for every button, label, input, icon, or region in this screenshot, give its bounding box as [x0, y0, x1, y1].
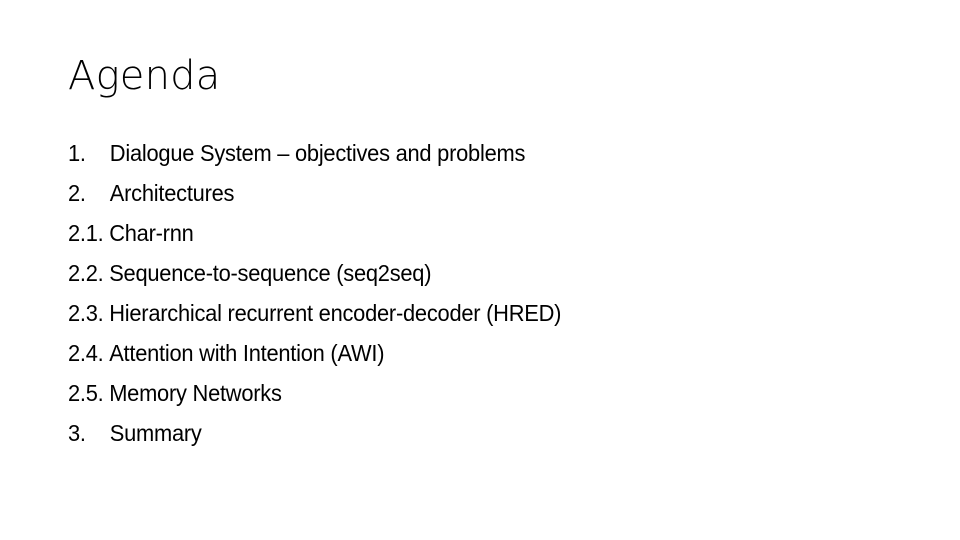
list-item-label: Hierarchical recurrent encoder-decoder (… — [109, 300, 562, 326]
list-item-number: 2.4. — [68, 340, 104, 366]
list-item: 2.2.Sequence-to-sequence (seq2seq) — [68, 253, 733, 293]
list-item: 2. Architectures — [68, 173, 733, 213]
list-item-label: Attention with Intention (AWI) — [109, 340, 385, 366]
list-item-label: Architectures — [109, 180, 235, 206]
list-item-number: 2.3. — [68, 300, 104, 326]
list-item-label: Sequence-to-sequence (seq2seq) — [109, 260, 432, 286]
list-item-label: Memory Networks — [109, 380, 282, 406]
list-item: 2.1.Char-rnn — [68, 213, 733, 253]
agenda-list: 1. Dialogue System – objectives and probl… — [68, 133, 768, 453]
list-item-label: Dialogue System – objectives and problem… — [109, 140, 526, 166]
list-item: 3. Summary — [68, 413, 733, 453]
page-title: Agenda — [68, 53, 221, 99]
list-item-number: 2.5. — [68, 380, 104, 406]
list-item-number: 2.1. — [68, 220, 104, 246]
list-item-label: Char-rnn — [109, 220, 194, 246]
list-item: 1. Dialogue System – objectives and probl… — [68, 133, 733, 173]
list-item: 2.4.Attention with Intention (AWI) — [68, 333, 733, 373]
list-item-number: 2. — [68, 180, 86, 206]
list-item-number: 3. — [68, 420, 86, 446]
list-item-label: Summary — [109, 420, 202, 446]
list-item-number: 2.2. — [68, 260, 104, 286]
list-item: 2.5.Memory Networks — [68, 373, 733, 413]
list-item: 2.3.Hierarchical recurrent encoder-decod… — [68, 293, 733, 333]
list-item-number: 1. — [68, 140, 86, 166]
